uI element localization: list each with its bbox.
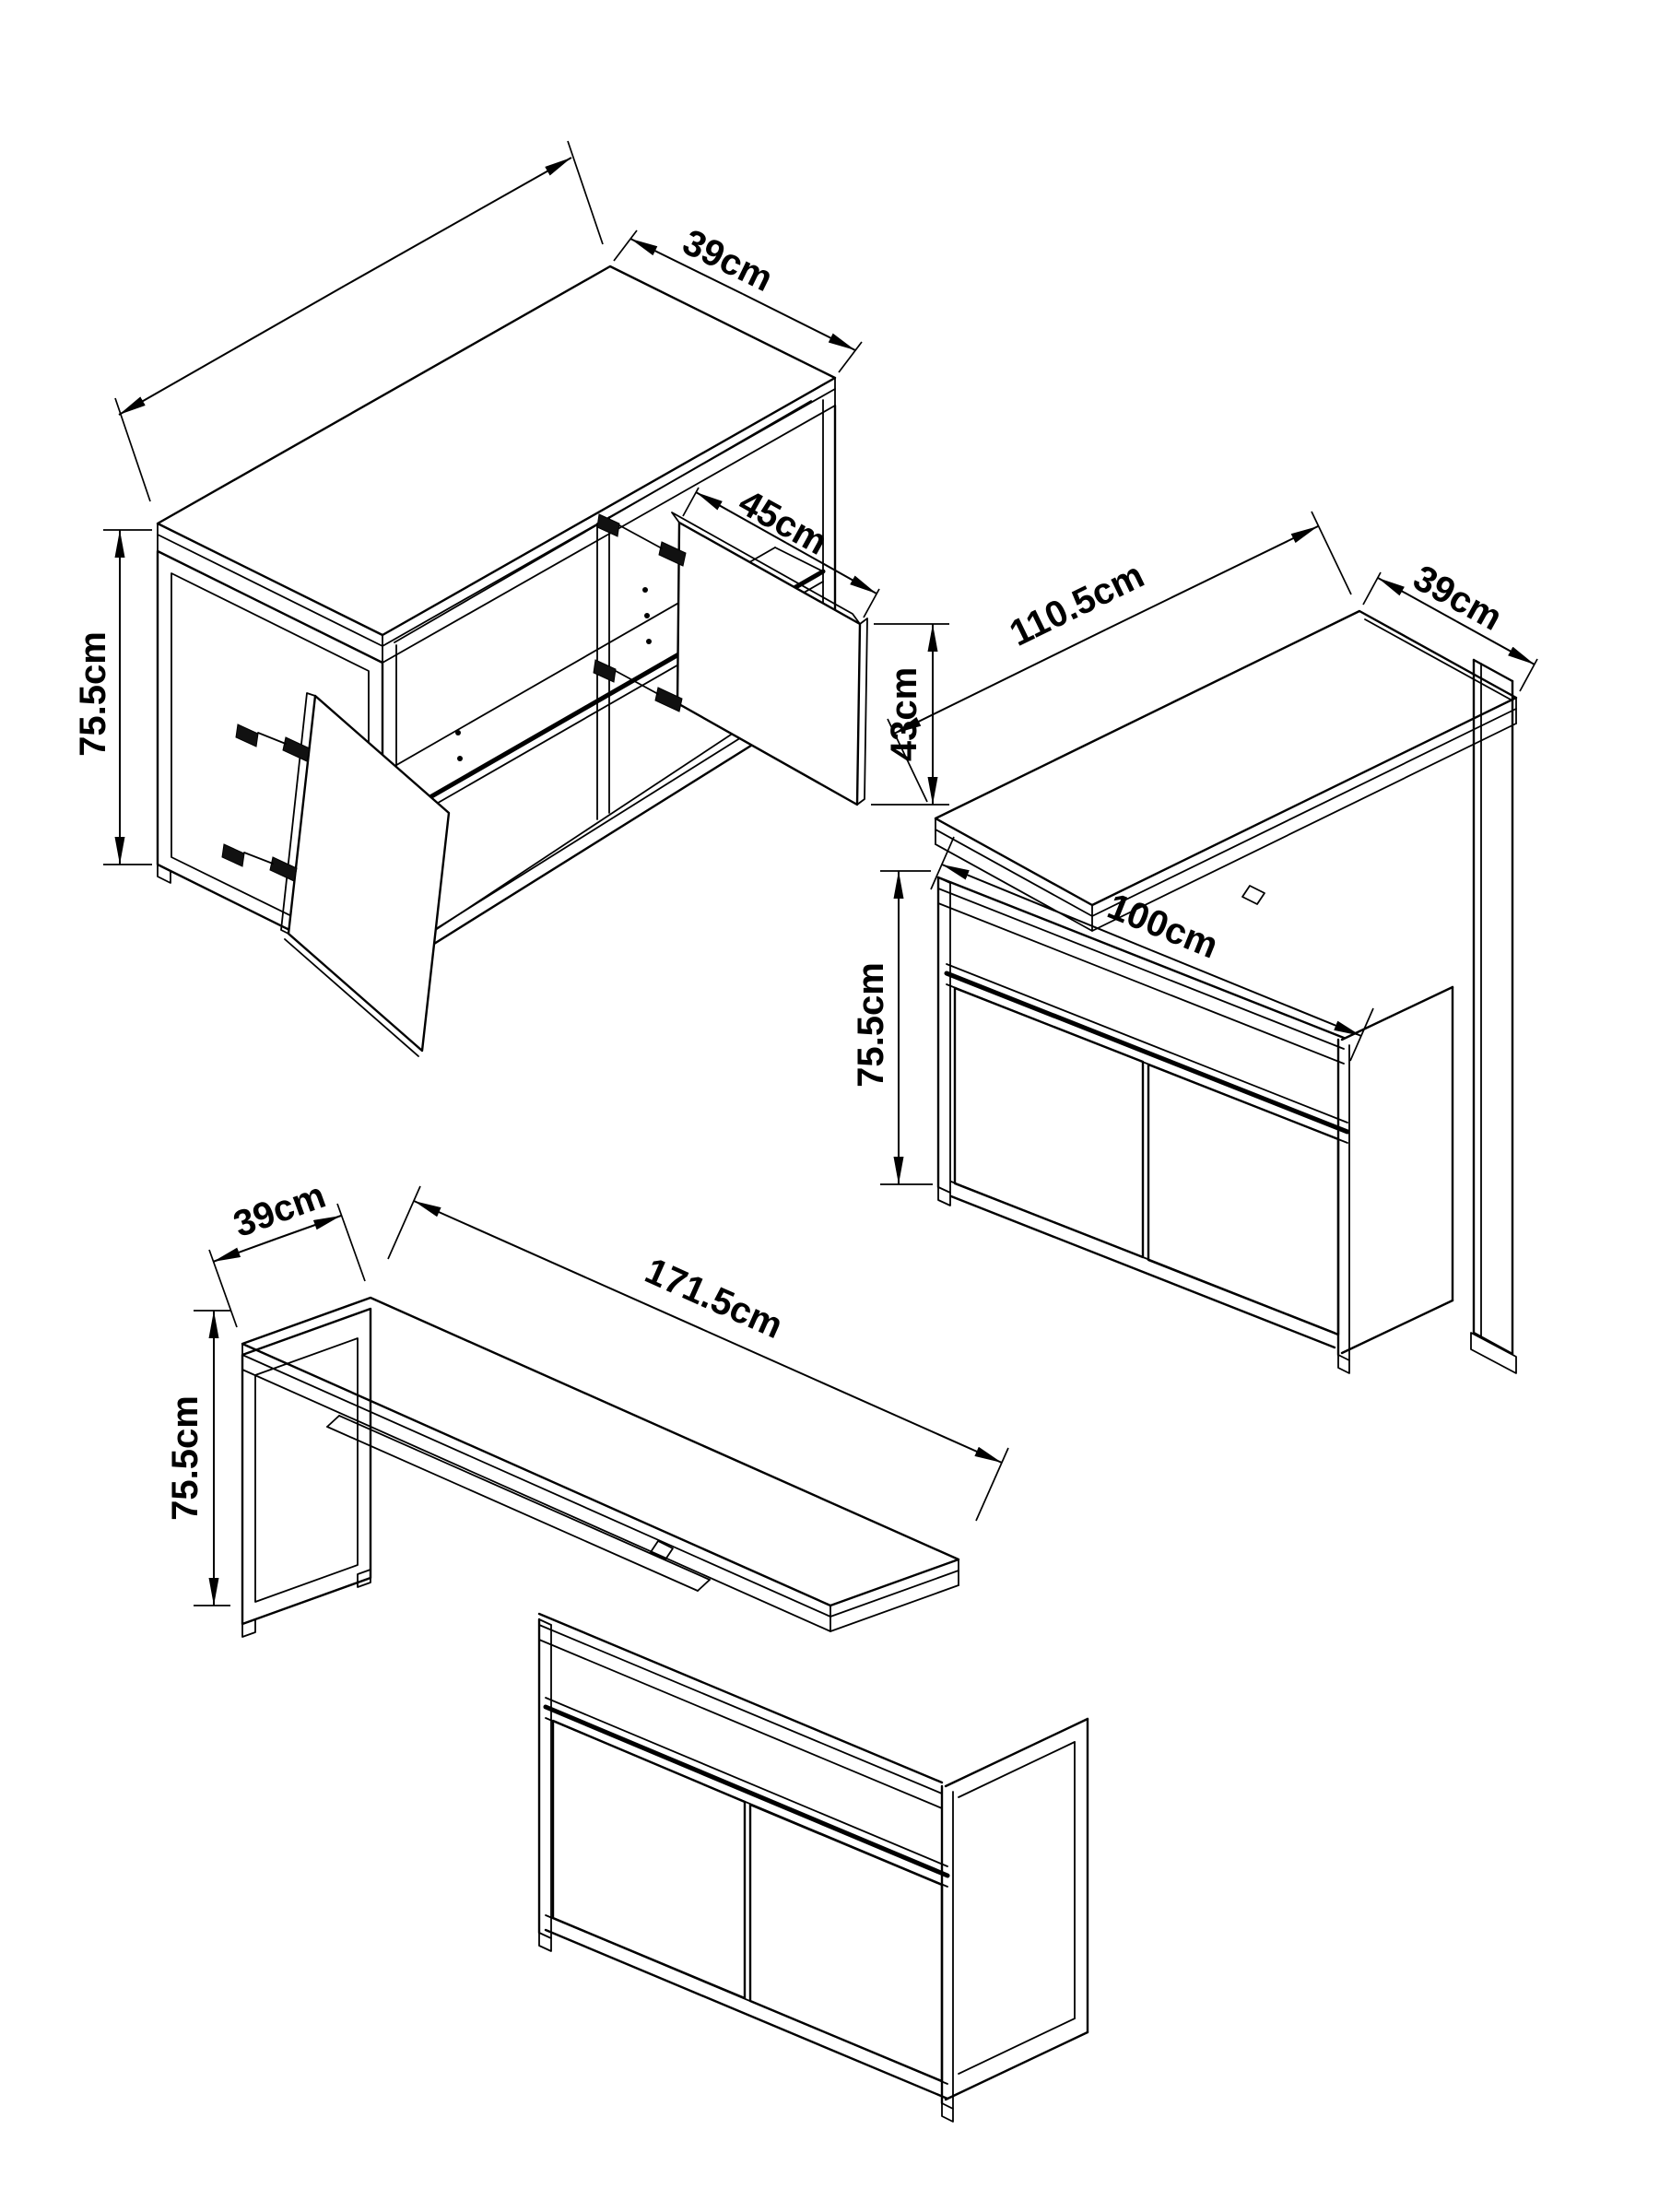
cabinet-v3-top-slab (537, 1612, 944, 1809)
cabinet-v2-base (949, 1181, 1336, 1349)
open-door-upper (593, 512, 868, 806)
dim-top-length-line (114, 140, 604, 502)
under-shelf-step (326, 1415, 711, 1592)
dim-top-depth-v3: 39cm (208, 1175, 366, 1328)
label-v2-height: 75.5cm (851, 962, 891, 1088)
cabinet-v3-base (544, 1914, 949, 2100)
cabinet-v2-doors (953, 986, 1340, 1336)
desk-leg-frame-v3 (241, 1307, 372, 1638)
cabinet-v2-left-frame-leg (936, 876, 951, 1206)
desk-top-extended (241, 1296, 960, 1632)
cabinet-v3-left-frame-leg (537, 1618, 552, 1952)
label-v3-total-length: 171.5cm (640, 1251, 789, 1347)
label-v1-top-depth: 39cm (677, 222, 779, 300)
view-desk-extended-configuration: 39cm 171.5cm 75.5cm (165, 1175, 1089, 2123)
label-v2-top-length: 110.5cm (1004, 555, 1150, 654)
dim-door-height: 43cm (871, 623, 949, 806)
open-door-lower (221, 692, 451, 1057)
swivel-pivot (1241, 885, 1265, 905)
cabinet-v2-right-end (1336, 985, 1454, 1374)
label-v1-door-height: 43cm (884, 667, 924, 761)
dim-height-v2: 75.5cm (851, 870, 933, 1185)
desk-side-support-panel (1470, 658, 1517, 1374)
cabinet-v3 (537, 1612, 1089, 2123)
label-v3-height: 75.5cm (165, 1395, 206, 1521)
view-sideboard-open-doors: 39cm 75.5cm 45cm 43cm (73, 140, 949, 1057)
door-hinge-upper-2 (593, 659, 683, 712)
dim-height-v1: 75.5cm (73, 529, 152, 865)
cabinet-v2-top-slab (936, 876, 1346, 1065)
label-v3-top-depth: 39cm (229, 1175, 331, 1245)
cabinet-v3-doors (551, 1719, 944, 2083)
label-v2-top-depth: 39cm (1406, 558, 1509, 639)
door-hinge-lower-1 (235, 724, 311, 762)
swivel-pivot-v3 (650, 1540, 674, 1560)
door-hinge-lower-2 (221, 843, 298, 882)
cabinet-v3-right-end (940, 1717, 1089, 2123)
cabinet-v2-open-shelf (944, 963, 1350, 1144)
desk-top-rotated (934, 609, 1518, 932)
door-hinge-upper-1 (596, 513, 687, 567)
dim-height-v3: 75.5cm (165, 1310, 230, 1606)
view-corner-desk-l-configuration: 110.5cm 39cm 100cm 75.5cm (851, 511, 1538, 1374)
cabinet-v2 (936, 876, 1454, 1374)
label-v1-height: 75.5cm (73, 631, 113, 757)
